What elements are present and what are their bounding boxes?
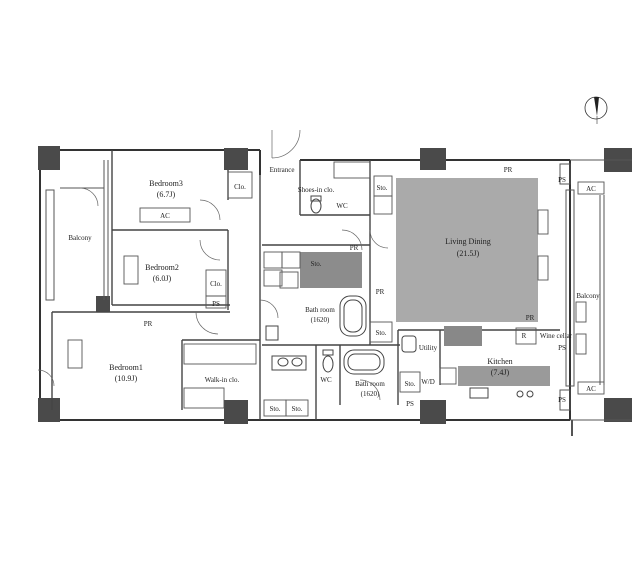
bath1-label: Bath room <box>305 306 335 314</box>
utility-label: Utility <box>419 344 438 352</box>
kitchen-counter <box>458 366 550 386</box>
bath1-size: (1620) <box>311 316 330 324</box>
wc1-label: WC <box>336 202 348 210</box>
ps-bottom-label: PS <box>406 400 414 408</box>
bath2-label: Bath room <box>355 380 385 388</box>
toilet-icon <box>310 195 334 373</box>
r-label: R <box>522 332 527 340</box>
living-dining-label: Living Dining <box>445 237 491 246</box>
bath2-size: (1620) <box>361 390 380 398</box>
interior-walls <box>51 150 560 420</box>
ps-bed2-label: PS <box>212 300 220 308</box>
bathtub-icon <box>339 295 385 375</box>
shoes-in-clo-label: Shoes-in clo. <box>298 186 335 194</box>
ac-label: AC <box>586 385 596 393</box>
pr-hall-label: PR <box>376 288 385 296</box>
wc2-label: WC <box>320 376 332 384</box>
ps-right-bot-label: PS <box>558 396 566 404</box>
sink-icon <box>265 325 534 399</box>
bath-sink-counter <box>300 252 362 288</box>
entrance-label: Entrance <box>270 166 295 174</box>
sto-label: Sto. <box>291 405 302 413</box>
sto-label: Sto. <box>375 329 386 337</box>
balcony-right-label: Balcony <box>576 292 600 300</box>
bedroom3-size: (6.7J) <box>157 190 176 199</box>
ac-label: AC <box>586 185 596 193</box>
wine-cellar-label: Wine cellar <box>540 332 573 340</box>
misc-labels: Entrance Shoes-in clo. Balcony Balcony W… <box>68 166 600 413</box>
walk-in-clo-label: Walk-in clo. <box>205 376 240 384</box>
room-labels: Bedroom3 (6.7J) Bedroom2 (6.0J) Bedroom1… <box>109 179 513 398</box>
clo-label: Clo. <box>210 280 222 288</box>
kitchen-island <box>444 326 482 346</box>
living-dining-area <box>396 178 538 322</box>
door-swings <box>37 129 389 401</box>
storage-boxes <box>183 161 537 417</box>
pr-top-label: PR <box>504 166 513 174</box>
ps-right-top-label: PS <box>558 176 566 184</box>
balcony-left-label: Balcony <box>68 234 92 242</box>
bedroom3-label: Bedroom3 <box>149 179 183 188</box>
pr-bedroom1-label: PR <box>144 320 153 328</box>
ac-label: AC <box>160 212 170 220</box>
balcony-left <box>45 160 109 301</box>
clo-label: Clo. <box>234 183 246 191</box>
bedroom2-size: (6.0J) <box>153 274 172 283</box>
bedroom2-label: Bedroom2 <box>145 263 179 272</box>
balcony-right <box>559 159 632 436</box>
exterior-walls <box>39 149 571 421</box>
sto-label: Sto. <box>269 405 280 413</box>
pr-kitchen-label: PR <box>526 314 535 322</box>
pr-mid-label: PR <box>350 244 359 252</box>
sto-label: Sto. <box>310 260 321 268</box>
sto-label: Sto. <box>376 184 387 192</box>
kitchen-label: Kitchen <box>487 357 512 366</box>
bedroom1-size: (10.9J) <box>115 374 138 383</box>
ps-right-mid-label: PS <box>558 344 566 352</box>
wd-label: W/D <box>421 378 435 386</box>
living-dining-size: (21.5J) <box>457 249 480 258</box>
north-arrow-icon <box>584 96 608 124</box>
kitchen-size: (7.4J) <box>491 368 510 377</box>
sto-label: Sto. <box>404 380 415 388</box>
ac-units <box>67 181 605 395</box>
bedroom1-label: Bedroom1 <box>109 363 143 372</box>
